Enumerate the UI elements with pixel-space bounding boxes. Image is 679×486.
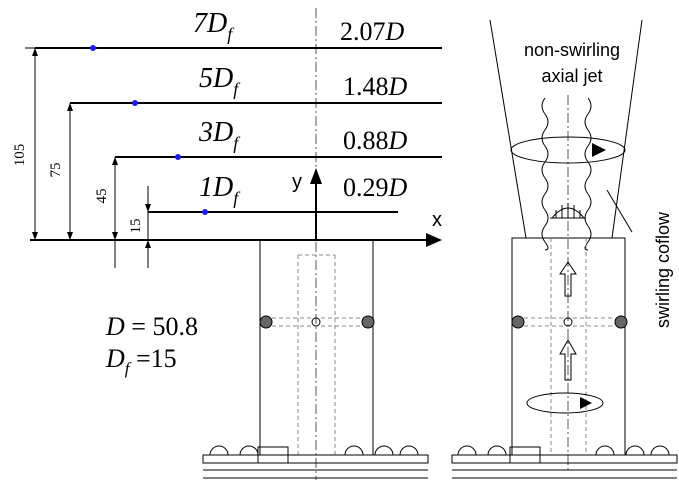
param-d-value: D = 50.8 — [105, 312, 198, 341]
jet-label-line1: non-swirling — [524, 40, 620, 60]
x-axis-label: x — [432, 209, 442, 231]
left-burner — [202, 239, 429, 479]
coflow-leader — [606, 189, 633, 233]
jet-label-line2: axial jet — [541, 66, 602, 86]
left-base-bolts — [209, 445, 419, 456]
coflow-boundary-right — [611, 19, 643, 239]
measurement-stations: 7Df 5Df 3Df 1Df 2.07D 1.48D 0.88D 0.29D … — [12, 8, 442, 480]
right-screw-2 — [614, 315, 628, 329]
station-label-1df: 1Df — [199, 172, 241, 208]
hollow-arrow-lower — [559, 338, 577, 381]
y-axis-arrow — [310, 168, 322, 184]
marker-dot-7df — [90, 45, 96, 51]
marker-dot-1df — [202, 209, 208, 215]
right-screw-1 — [511, 315, 525, 329]
marker-dot-5df — [132, 100, 138, 106]
swirl-arrow-bottom — [580, 397, 592, 409]
station-label-7df: 7Df — [193, 8, 235, 44]
coflow-boundary-left — [489, 19, 527, 239]
dimension-105: 105 — [12, 144, 28, 167]
jet-boundary-left — [541, 97, 549, 251]
hollow-arrow-upper — [559, 261, 577, 297]
right-base-flange — [451, 454, 678, 464]
station-value-3df: 0.88D — [343, 126, 408, 155]
x-axis-arrow — [426, 233, 442, 247]
swirl-arrow-top — [592, 143, 606, 157]
jet-boundary-right — [584, 97, 592, 251]
swirl-ellipse-bottom — [526, 392, 604, 414]
left-screw-2 — [361, 315, 375, 329]
swirl-ellipse-top — [510, 136, 626, 164]
dimension-75: 75 — [48, 163, 64, 178]
y-axis-label: y — [292, 171, 302, 193]
station-value-7df: 2.07D — [340, 17, 405, 46]
dimension-15: 15 — [128, 219, 144, 234]
right-base-bolts — [457, 445, 670, 456]
station-value-5df: 1.48D — [343, 72, 408, 101]
station-label-3df: 3Df — [198, 117, 241, 153]
dimension-45: 45 — [94, 189, 110, 204]
left-base-flange — [202, 454, 429, 464]
left-screw-1 — [259, 315, 273, 329]
flow-schematic: non-swirling axial jet swirling coflow — [451, 19, 678, 479]
coflow-label: swirling coflow — [653, 211, 673, 328]
station-value-1df: 0.29D — [343, 173, 408, 202]
param-df-value: Df =15 — [105, 344, 177, 378]
velocity-profile — [551, 203, 585, 219]
station-label-5df: 5Df — [199, 63, 241, 99]
marker-dot-3df — [175, 154, 181, 160]
